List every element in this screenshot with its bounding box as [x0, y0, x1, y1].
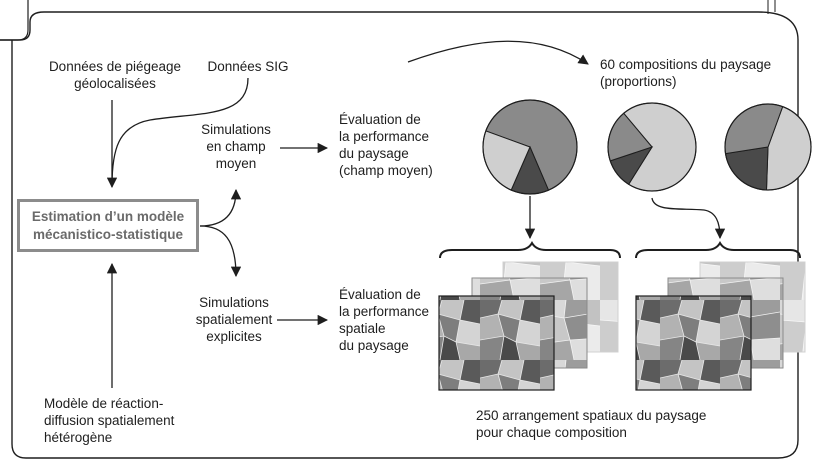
- gis-data-label: Données SIG: [207, 59, 289, 74]
- frame-edge-left: [0, 0, 29, 41]
- frame-edge-right: [767, 0, 776, 14]
- pie-3-slice-2: [724, 146, 769, 191]
- arrow-gis-to-model: [111, 77, 249, 187]
- model-estimation-box: Estimation d’un modèle mécanistico-stati…: [17, 199, 199, 252]
- pie-3-outline: [724, 103, 812, 191]
- pie-1-outline: [482, 99, 578, 195]
- arrangements-label: 250 arrangement spatiaux du paysage pour…: [476, 408, 707, 440]
- arrow-model-to-meanfield: [199, 188, 242, 227]
- brace-left: [439, 240, 621, 259]
- spatial-simulations-label: Simulations spatialement explicites: [195, 295, 273, 344]
- pie-2-outline: [607, 102, 697, 192]
- mean-field-evaluation-label: Évaluation de la performance du paysage …: [339, 112, 433, 178]
- arrow-to-compositions: [407, 40, 589, 65]
- arrow-pie2-to-arrangements: [651, 197, 726, 240]
- reaction-diffusion-model-label: Modèle de réaction- diffusion spatialeme…: [44, 396, 175, 445]
- trapping-data-label: Données de piégeage géolocalisées: [48, 59, 182, 91]
- frame-border: [0, 11, 799, 459]
- landscape-stack-right: [635, 261, 806, 391]
- spatial-evaluation-label: Évaluation de la performance spatiale du…: [339, 287, 430, 353]
- landscape-stack-left: [438, 261, 619, 391]
- mean-field-simulations-label: Simulations en champ moyen: [201, 122, 271, 171]
- compositions-label: 60 compositions du paysage (proportions): [600, 57, 772, 89]
- arrow-model-to-spatial: [199, 225, 242, 278]
- composition-pies: [482, 99, 812, 195]
- brace-right: [635, 240, 801, 259]
